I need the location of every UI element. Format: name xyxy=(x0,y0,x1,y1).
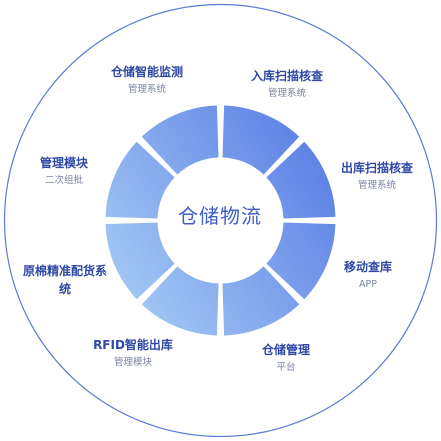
label-outbound-main: 出库扫描核查 xyxy=(340,161,413,175)
label-rfid-sub: 管理模块 xyxy=(113,357,152,368)
label-module-main: 管理模块 xyxy=(39,156,88,170)
label-rfid: RFID智能出库 管理模块 xyxy=(78,337,188,370)
outer-ring xyxy=(3,3,438,438)
ring-segment-module xyxy=(105,141,175,219)
label-inbound-main: 入库扫描核查 xyxy=(250,69,323,83)
ring-segment-outbound xyxy=(266,141,336,219)
label-monitor-main: 仓储智能监测 xyxy=(110,65,183,79)
label-monitor-sub: 管理系统 xyxy=(127,84,166,95)
label-platform-main: 仓储管理 xyxy=(261,343,310,357)
label-module-sub: 二次组批 xyxy=(44,175,83,186)
label-rfid-main: RFID智能出库 xyxy=(93,338,173,352)
ring-segment-mobile xyxy=(266,222,336,300)
label-mobile-main: 移动查库 xyxy=(343,260,392,274)
label-cotton: 原棉精准配货系统 xyxy=(18,262,112,298)
ring-segment-inbound xyxy=(222,105,300,175)
label-cotton-main: 原棉精准配货系统 xyxy=(22,264,107,296)
ring-segment-rfid xyxy=(141,266,219,336)
center-title: 仓储物流 xyxy=(178,204,262,228)
label-platform-sub: 平台 xyxy=(276,362,296,373)
label-module: 管理模块 二次组批 xyxy=(14,155,114,188)
label-platform: 仓储管理 平台 xyxy=(236,342,336,375)
label-monitor: 仓储智能监测 管理系统 xyxy=(92,64,202,97)
label-mobile-sub: APP xyxy=(359,279,377,290)
label-mobile: 移动查库 APP xyxy=(318,259,418,292)
label-inbound: 入库扫描核查 管理系统 xyxy=(232,68,342,101)
ring-segment-platform xyxy=(222,266,300,336)
ring-segment-cotton xyxy=(105,222,175,300)
label-outbound-sub: 管理系统 xyxy=(357,180,396,191)
label-outbound: 出库扫描核查 管理系统 xyxy=(322,160,432,193)
label-inbound-sub: 管理系统 xyxy=(267,88,306,99)
ring-segment-monitor xyxy=(141,105,219,175)
